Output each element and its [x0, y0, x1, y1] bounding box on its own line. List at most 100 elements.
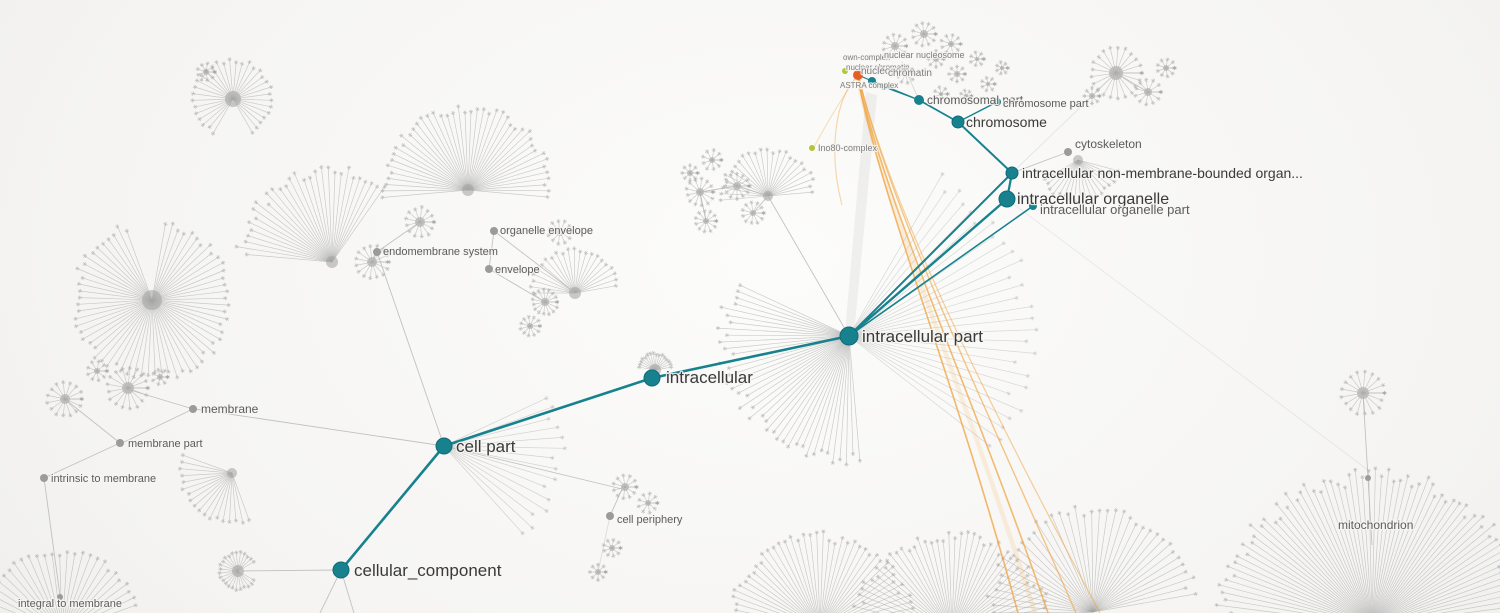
node-chromosome-part[interactable] — [993, 98, 1001, 106]
node-mitochondrion[interactable] — [1365, 475, 1371, 481]
cluster-hub-node[interactable] — [621, 483, 629, 491]
node-organelle-envelope[interactable] — [490, 227, 498, 235]
cluster-hub-node[interactable] — [645, 500, 651, 506]
node-label-cytoskeleton[interactable]: cytoskeleton — [1074, 136, 1143, 153]
fan-cluster — [0, 550, 138, 613]
node-label-intrinsic-to-membrane[interactable]: intrinsic to membrane — [50, 472, 158, 487]
fan-cluster — [195, 61, 217, 83]
fan-cluster — [1042, 155, 1121, 204]
fan-cluster — [994, 59, 1010, 76]
node-label-chromosomal-part[interactable]: chromosomal part — [926, 92, 1025, 109]
layer-labels: cellular_component cell part intracellular… — [17, 49, 1415, 612]
cluster-hub-node[interactable] — [609, 545, 615, 551]
node-cellular-component[interactable] — [332, 561, 350, 579]
cluster-hub-node[interactable] — [948, 41, 954, 47]
cluster-hub-node[interactable] — [232, 565, 244, 577]
node-envelope[interactable] — [485, 265, 493, 273]
node-intracellular-organelle[interactable] — [998, 190, 1016, 208]
cluster-hub-node[interactable] — [157, 374, 163, 380]
node-intracellular-part[interactable] — [839, 326, 859, 346]
cluster-hub-node[interactable] — [225, 91, 241, 107]
cluster-hub-node[interactable] — [709, 157, 715, 163]
graph-edge — [239, 569, 342, 572]
graph-edge — [43, 477, 61, 597]
node-nuclear-nucleosome-node[interactable] — [853, 70, 863, 80]
cluster-hub-node[interactable] — [939, 92, 943, 96]
cluster-hub-node[interactable] — [975, 57, 979, 61]
node-cell-part[interactable] — [435, 437, 453, 455]
graph-edge — [443, 445, 623, 490]
graph-edge — [194, 408, 445, 447]
cluster-hub-node[interactable] — [933, 56, 939, 62]
node-label-intracellular-part[interactable]: intracellular part — [861, 326, 985, 348]
cluster-hub-node[interactable] — [595, 569, 601, 575]
node-cytoskeleton[interactable] — [1064, 148, 1072, 156]
cluster-hub-node[interactable] — [556, 228, 564, 236]
annotation-label: ASTRA complex — [840, 81, 898, 90]
cluster-hub-node[interactable] — [986, 82, 990, 86]
node-intracellular[interactable] — [643, 369, 661, 387]
cluster-hub-node[interactable] — [1000, 66, 1004, 70]
node-label-cell-periphery[interactable]: cell periphery — [616, 513, 684, 528]
annotation-label: nucleosome — [861, 66, 915, 77]
node-label-intracellular-non-membrane-bounded-organelle[interactable]: intracellular non-membrane-bounded organ… — [1021, 164, 1304, 183]
node-label-endomembrane-system[interactable]: endomembrane system — [382, 245, 499, 260]
cluster-hub-node[interactable] — [326, 256, 338, 268]
fan-cluster — [1133, 77, 1164, 107]
cluster-hub-node[interactable] — [527, 323, 533, 329]
cluster-hub-node[interactable] — [227, 468, 237, 478]
annotation-label: chromatin — [888, 68, 932, 79]
orange-association-edge — [857, 77, 1019, 613]
highlighted-path-edge — [339, 444, 446, 572]
node-intracellular-non-membrane-bounded-organelle[interactable] — [1005, 166, 1019, 180]
node-integral-to-membrane[interactable] — [57, 594, 63, 600]
cluster-hub-node[interactable] — [1089, 93, 1095, 99]
fan-cluster — [985, 504, 1198, 613]
fan-cluster — [881, 32, 909, 60]
node-endomembrane-system[interactable] — [373, 248, 381, 256]
node-nucleosome-node[interactable] — [868, 77, 876, 85]
cluster-hub-node[interactable] — [94, 368, 100, 374]
node-green-complex-node[interactable] — [842, 68, 848, 74]
cluster-hub-node[interactable] — [1163, 65, 1169, 71]
annotation-label: nuclear nucleosome — [884, 50, 965, 60]
cluster-hub-node[interactable] — [142, 290, 162, 310]
node-label-cellular-component[interactable]: cellular_component — [353, 560, 503, 582]
node-label-membrane[interactable]: membrane — [200, 401, 260, 418]
node-membrane[interactable] — [189, 405, 197, 413]
cluster-hub-node[interactable] — [964, 94, 968, 98]
cluster-hub-node[interactable] — [203, 69, 209, 75]
cluster-hub-node[interactable] — [903, 71, 909, 77]
node-label-intracellular-organelle[interactable]: intracellular organelle — [1016, 190, 1171, 210]
node-label-intracellular[interactable]: intracellular — [665, 367, 755, 389]
node-label-envelope[interactable]: envelope — [494, 263, 541, 278]
node-chromatin-node[interactable] — [881, 84, 887, 90]
node-label-chromosome-part[interactable]: chromosome part — [1002, 97, 1090, 112]
node-cell-periphery[interactable] — [606, 512, 614, 520]
annotation-label: integral to membrane — [18, 598, 122, 610]
cluster-hub-node[interactable] — [920, 30, 928, 38]
node-label-cell-part[interactable]: cell part — [455, 436, 517, 458]
cluster-hub-node[interactable] — [954, 71, 960, 77]
node-chromosome[interactable] — [951, 115, 965, 129]
graph-edge — [1011, 151, 1069, 174]
node-label-intracellular-organelle-part[interactable]: intracellular organelle part — [1039, 201, 1191, 219]
node-label-organelle-envelope[interactable]: organelle envelope — [499, 224, 594, 239]
cluster-hub-node[interactable] — [1073, 155, 1083, 165]
fan-cluster — [1089, 45, 1145, 101]
node-membrane-part[interactable] — [116, 439, 124, 447]
fan-cluster — [731, 529, 916, 613]
node-label-chromosome[interactable]: chromosome — [965, 113, 1049, 132]
cluster-hub-node[interactable] — [122, 382, 134, 394]
node-ino80-complex-node[interactable] — [809, 145, 815, 151]
node-label-membrane-part[interactable]: membrane part — [127, 437, 204, 452]
cluster-hub-node[interactable] — [891, 42, 899, 50]
cluster-hub-node[interactable] — [687, 170, 693, 176]
node-chromosomal-part[interactable] — [914, 95, 924, 105]
fan-cluster — [718, 147, 816, 203]
node-intracellular-organelle-part[interactable] — [1029, 202, 1037, 210]
node-intrinsic-to-membrane[interactable] — [40, 474, 48, 482]
cluster-hub-node[interactable] — [462, 184, 474, 196]
